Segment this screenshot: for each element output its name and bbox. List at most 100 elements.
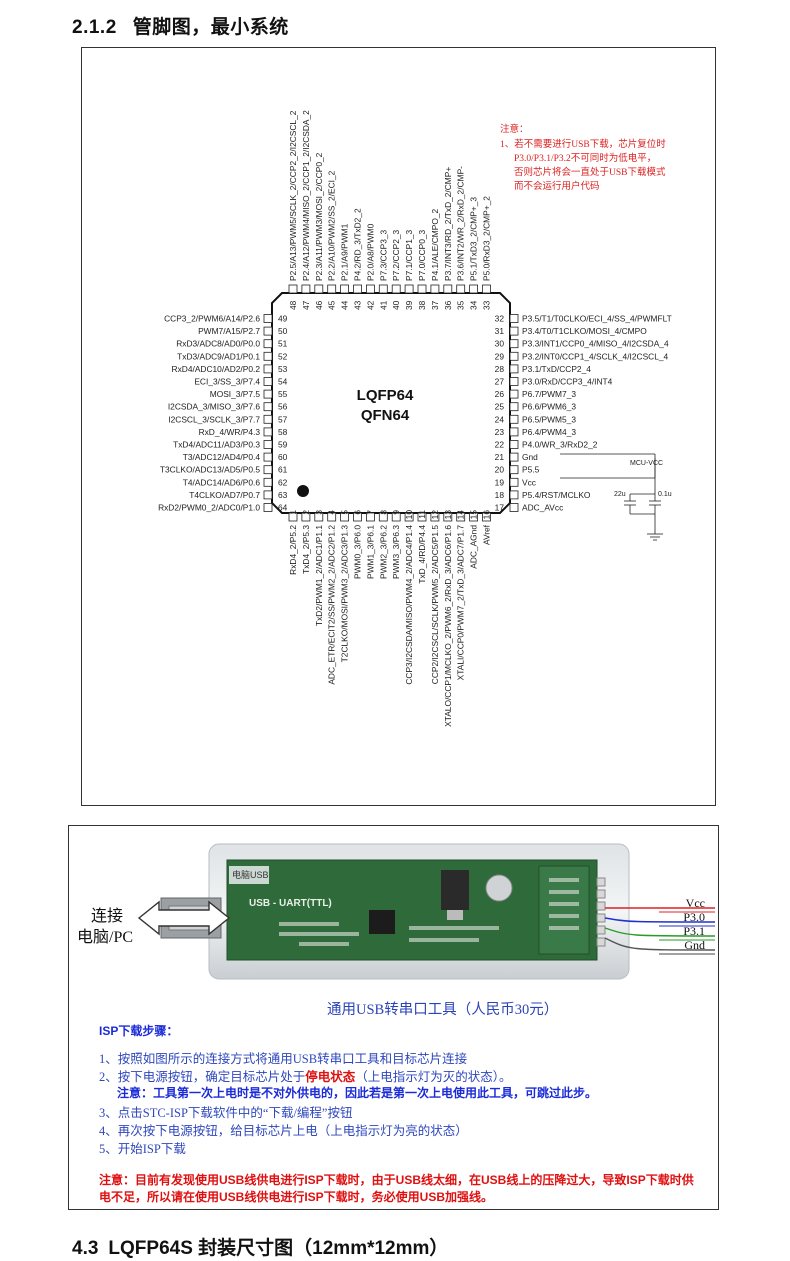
pin-label: P7.0/CCP0_3	[417, 229, 427, 281]
pin-number: 44	[340, 300, 350, 310]
pin-label: P6.4/PWM4_3	[522, 427, 576, 437]
pin-label: P4.0/WR_3/RxD2_2	[522, 440, 598, 450]
pin-label: T3/ADC12/AD4/P0.4	[183, 452, 261, 462]
pin-pad	[288, 284, 298, 294]
pin-pad	[509, 414, 519, 424]
pin-number: 13	[443, 510, 453, 520]
pin-label: P2.5/A13/PWM5/SCLK_2/CCP2_2/I2CSCL_2	[288, 110, 298, 281]
pin-label: RxD_4/WR/P4.3	[199, 427, 261, 437]
pin-pad	[263, 414, 273, 424]
pin-number: 1	[288, 510, 298, 515]
pin-pad	[430, 284, 440, 294]
pin-number: 59	[278, 440, 288, 450]
pin-number: 33	[482, 300, 492, 310]
pin-number: 3	[314, 510, 324, 515]
pin-pad	[263, 377, 273, 386]
pin-pad	[509, 377, 519, 386]
pin-pad	[365, 284, 375, 294]
pin-number: 56	[278, 402, 288, 412]
pin-number: 10	[404, 510, 414, 520]
power-button	[485, 874, 513, 902]
pin-label: ECI_3/SS_3/P7.4	[194, 377, 260, 387]
pin-number: 47	[301, 300, 311, 310]
pin-pad	[404, 512, 414, 522]
mcu-vcc-label: MCU-VCC	[630, 460, 663, 467]
pin-label: P3.3/INT1/CCP0_4/MISO_4/I2CSDA_4	[522, 339, 669, 349]
pin-pad	[509, 389, 519, 399]
pin-number: 41	[378, 300, 388, 310]
pin-label: P4.2/RD_3/TxD2_2	[353, 208, 363, 281]
pin-label: P2.3/A11/PWM3/MOSI_2/CCP0_2	[314, 152, 324, 281]
pin-label: ADC_ETR/ECIT2/SS/PWM2_2/ADC2/P1.2	[327, 525, 337, 685]
pin-label: Vcc	[522, 477, 536, 487]
pin-number: 21	[495, 452, 505, 462]
pin-label: CCP3_2/PWM6/A14/P2.6	[164, 314, 260, 324]
isp-step-2: 2、按下电源按钮，确定目标芯片处于停电状态（上电指示灯为灭的状态）。	[99, 1066, 512, 1085]
pin-number: 8	[378, 510, 388, 515]
pin-label: CCP2/I2CSCL/SCLK/PWM5_2/ADC5/P1.5	[430, 525, 440, 685]
pin-number: 34	[469, 300, 479, 310]
pin-number: 25	[495, 402, 505, 412]
pin-label: TxD4_2/P5.3	[301, 525, 311, 574]
pin-label: XTALI/CCP0/PWM7_2/TxD_3/ADC7/P1.7	[456, 525, 466, 681]
pin-label: P3.6/INT2/WR_2/RxD_2/CMP-	[456, 166, 466, 281]
pin-pad	[482, 512, 491, 522]
pin-number: 17	[495, 503, 505, 513]
wire-gnd	[604, 937, 716, 951]
pin-pad	[509, 402, 519, 412]
pin-label: P4.1/ALE/CMPO_2	[430, 209, 440, 281]
decoupling-circuit	[560, 453, 663, 541]
pin-label: PWM3_3/P6.3	[391, 525, 401, 579]
pin-label: RxD2/PWM0_2/ADC0/P1.0	[158, 503, 260, 513]
pin-label: P3.1/TxD/CCP2_4	[522, 364, 591, 374]
pin-label: P7.1/CCP1_3	[404, 229, 414, 281]
isp-figure: USB - UART(TTL) 电脑USB Vcc P3.0 P3.1 Gnd	[68, 825, 719, 1210]
pin-pad	[443, 284, 453, 294]
pin-pad	[456, 512, 466, 522]
pin-label: P2.1/A9/PWM1	[340, 223, 350, 281]
usb-note: 注意： 1、若不需要进行USB下载，芯片复位时 P3.0/P3.1/P3.2不可…	[500, 123, 666, 192]
pin-pad	[509, 427, 519, 437]
pin-pad	[509, 477, 519, 487]
pin-header	[596, 877, 606, 947]
pin-label: TxD2/PWM1_2/ADC1/P1.1	[314, 525, 324, 626]
pin-number: 30	[495, 339, 505, 349]
pin-pad	[263, 465, 273, 475]
pin-label: P6.7/PWM7_3	[522, 389, 576, 399]
pin-number: 43	[353, 300, 363, 310]
pin1-marker	[297, 485, 309, 497]
pin-pad	[404, 284, 414, 294]
pin-pad	[263, 477, 273, 487]
pin-pad	[391, 512, 401, 522]
pin-number: 20	[495, 465, 505, 475]
pin-label: T2CLKO/MOSI/PWM3_2/ADC3/P1.3	[340, 525, 350, 663]
note-line: 否则芯片将会一直处于USB下载模式	[514, 166, 666, 178]
pin-pad	[509, 314, 519, 323]
pin-label: T4/ADC14/AD6/P0.6	[183, 477, 261, 487]
isp-steps-title: ISP下载步骤：	[99, 1024, 179, 1038]
pin-label: P6.6/PWM6_3	[522, 402, 576, 412]
pin-label: P3.5/T1/T0CLKO/ECI_4/SS_4/PWMFLT	[522, 314, 672, 324]
pin-label: MOSI_3/P7.5	[210, 389, 261, 399]
pin-number: 48	[288, 300, 298, 310]
pin-pad	[340, 284, 350, 294]
pin-number: 55	[278, 389, 288, 399]
pin-pad	[509, 339, 519, 349]
connect-pc-label-2: 电脑/PC	[77, 929, 134, 946]
pin-pad	[417, 512, 427, 522]
uart-chip	[369, 910, 395, 934]
pin-pad	[365, 512, 375, 522]
pin-label: P5.0/RxD3_2/CMP+_2	[482, 196, 492, 281]
section-number: 2.1.2	[72, 17, 117, 38]
signal-p31: P3.1	[683, 924, 705, 938]
pin-number: 31	[495, 326, 505, 336]
pin-pad	[443, 512, 453, 522]
next-section-number: 4.3	[72, 1238, 99, 1259]
pin-label: PWM0_3/P6.0	[353, 525, 363, 579]
pin-number: 6	[353, 510, 363, 515]
pin-number: 36	[443, 300, 453, 310]
pin-label: PWM2_3/P6.2	[378, 525, 388, 579]
